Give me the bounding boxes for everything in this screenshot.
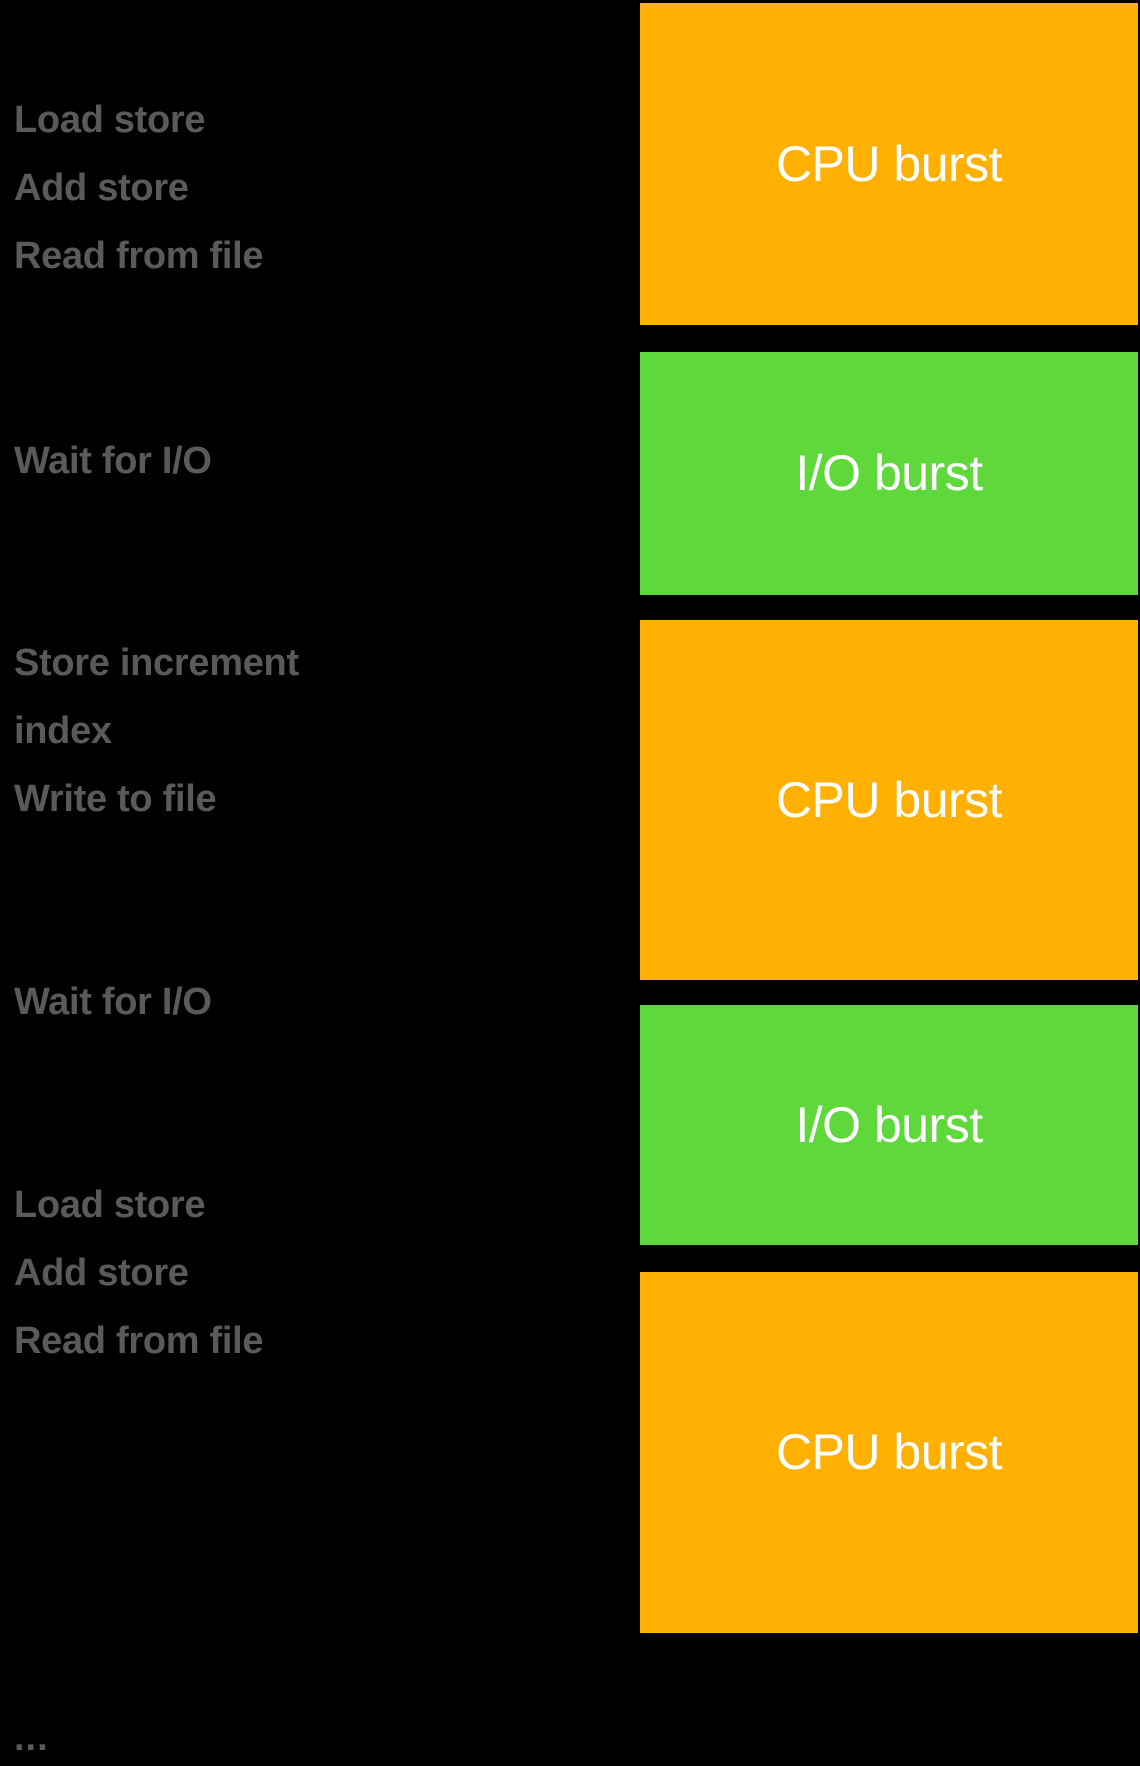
burst-block-label: CPU burst	[775, 1424, 1003, 1480]
instruction-group: Wait for I/O	[14, 427, 212, 495]
instruction-line: Add store	[14, 167, 189, 209]
instruction-line: Read from file	[14, 1320, 264, 1362]
io-burst-block: I/O burst	[640, 1005, 1138, 1245]
burst-block-label: I/O burst	[795, 1096, 983, 1153]
cpu-burst-block: CPU burst	[640, 3, 1138, 325]
instruction-line: Load store	[14, 99, 206, 141]
instruction-line: Add store	[14, 1252, 189, 1294]
instruction-group: Wait for I/O	[14, 968, 212, 1036]
instruction-line: Store increment	[14, 642, 299, 684]
burst-block-label: I/O burst	[795, 445, 983, 501]
instruction-line: Read from file	[14, 235, 264, 277]
instruction-line: Load store	[14, 1184, 206, 1226]
instruction-line: Wait for I/O	[14, 440, 212, 482]
burst-block-label: CPU burst	[775, 771, 1003, 828]
instruction-line: Wait for I/O	[14, 981, 212, 1023]
instruction-line: index	[14, 710, 112, 752]
cpu-burst-block: CPU burst	[640, 1272, 1138, 1633]
io-burst-block: I/O burst	[640, 352, 1138, 595]
instruction-line: Write to file	[14, 778, 217, 820]
cpu-burst-block: CPU burst	[640, 620, 1138, 980]
burst-block-label: CPU burst	[775, 135, 1003, 192]
continuation-ellipsis: ...	[14, 1717, 49, 1759]
